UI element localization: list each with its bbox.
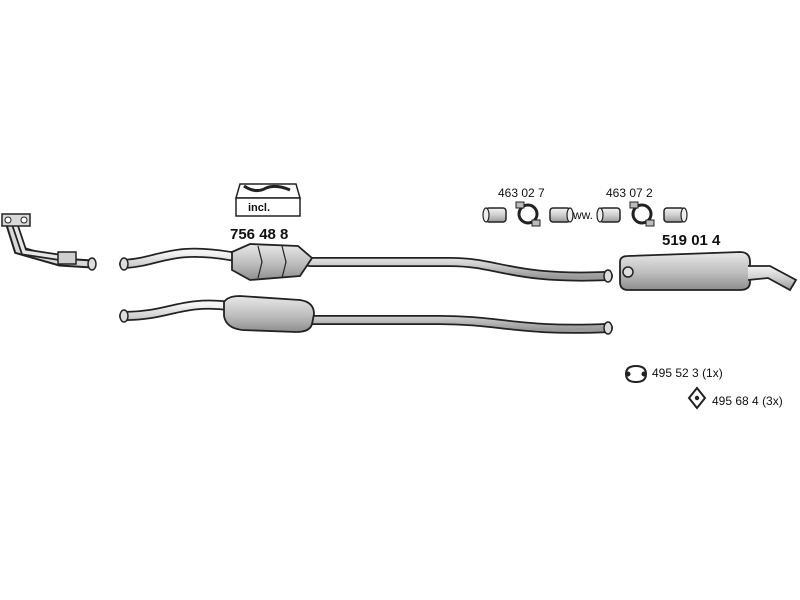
lower-pipe [119, 295, 613, 335]
hanger-ring-label: 495 52 3 (1x) [652, 366, 723, 380]
hanger-ring-icon [624, 364, 648, 384]
manifold-flange [1, 213, 31, 227]
hanger-ring-qty: (1x) [702, 366, 723, 380]
center-silencer [223, 295, 315, 333]
clamp-a-ring [515, 201, 541, 227]
clamp-b-ring [629, 201, 655, 227]
kit-badge-label: incl. [248, 202, 271, 214]
part-number-hanger-ring[interactable]: 495 52 3 [652, 366, 699, 380]
upper-pipe [119, 243, 613, 283]
part-number-clamp-b[interactable]: 463 07 2 [606, 186, 653, 200]
clamp-joiner-label: ww. [573, 208, 594, 222]
kit-box-icon [235, 183, 301, 217]
catalytic-converter [231, 243, 314, 281]
hanger-diamond-icon [687, 386, 707, 410]
clamp-set-a [482, 201, 574, 227]
part-number-clamp-a[interactable]: 463 02 7 [498, 186, 545, 200]
clamp-set-b [596, 201, 688, 227]
rear-silencer [619, 251, 798, 292]
part-number-rear-silencer[interactable]: 519 01 4 [662, 232, 721, 249]
hanger-diamond-label: 495 68 4 (3x) [712, 394, 783, 408]
part-number-catalytic-converter[interactable]: 756 48 8 [230, 226, 289, 243]
hanger-diamond-qty: (3x) [762, 394, 783, 408]
part-number-hanger-diamond[interactable]: 495 68 4 [712, 394, 759, 408]
front-pipe [1, 213, 97, 271]
